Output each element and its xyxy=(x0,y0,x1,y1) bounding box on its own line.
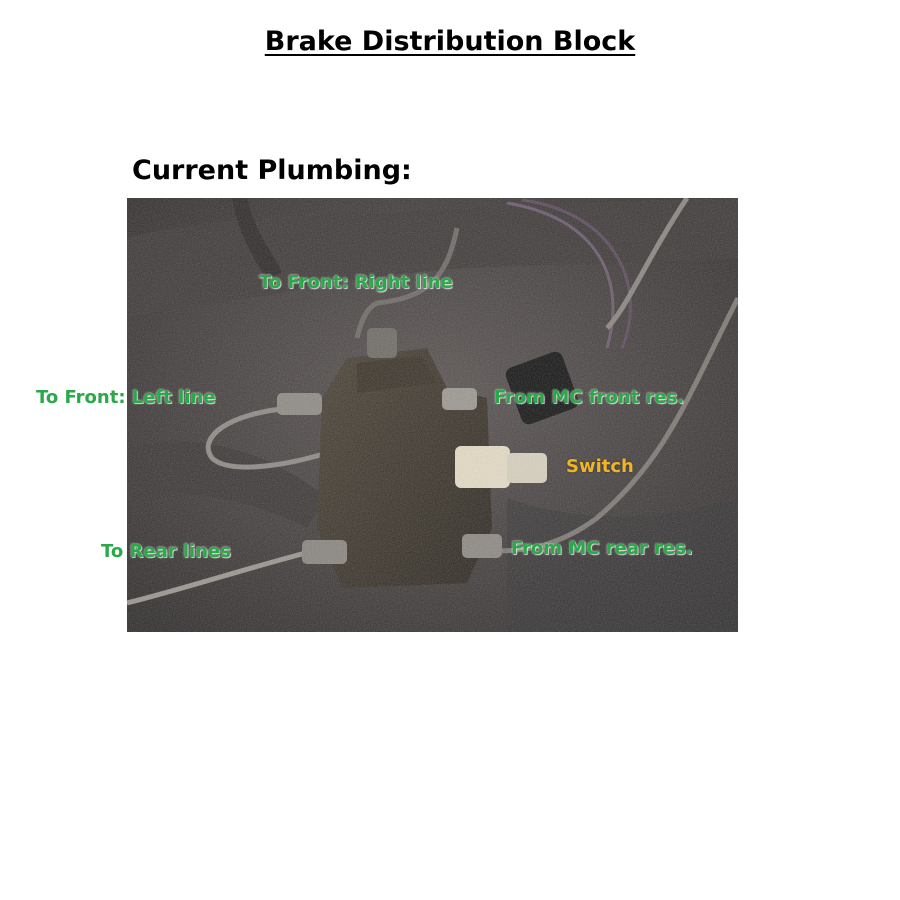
label-mc-front: From MC front res. xyxy=(494,387,685,408)
label-switch: Switch xyxy=(566,456,634,477)
label-front-right: To Front: Right line xyxy=(259,272,453,293)
label-mc-rear: From MC rear res. xyxy=(511,538,693,559)
page-title: Brake Distribution Block xyxy=(0,26,900,57)
photo-grain xyxy=(127,198,738,632)
page-title-text: Brake Distribution Block xyxy=(264,26,636,57)
section-subtitle: Current Plumbing: xyxy=(132,155,412,186)
label-rear-lines: To Rear lines xyxy=(101,541,231,562)
brake-block-photo xyxy=(127,198,738,632)
label-front-left: To Front: Left line xyxy=(36,387,216,408)
